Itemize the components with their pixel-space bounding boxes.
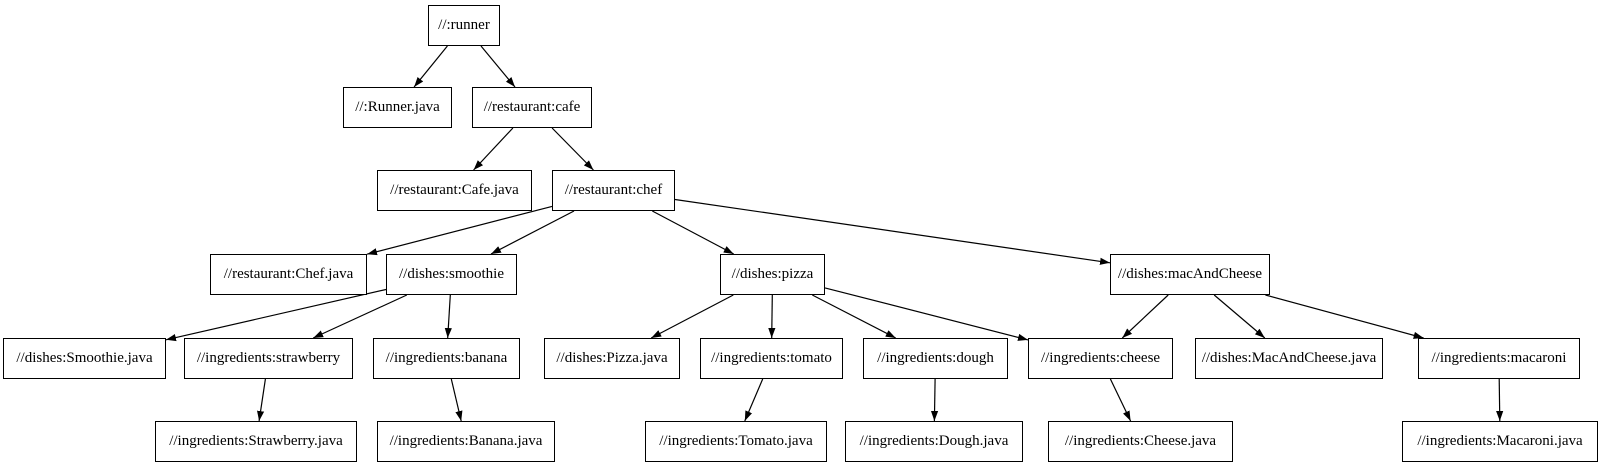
edge-macaroni-to-macaroni-java xyxy=(1496,378,1504,422)
edge-mac-to-macaroni xyxy=(1265,294,1424,339)
node-macaroni: //ingredients:macaroni xyxy=(1418,338,1580,379)
edge-runner-to-runner-java xyxy=(413,45,448,88)
edge-pizza-to-tomato xyxy=(768,294,776,339)
node-pizza: //dishes:pizza xyxy=(720,254,825,295)
edge-smoothie-to-smoothie-java xyxy=(165,288,387,342)
node-dough: //ingredients:dough xyxy=(863,338,1008,379)
edge-chef-to-mac xyxy=(674,198,1111,265)
node-cafe-java: //restaurant:Cafe.java xyxy=(377,170,532,211)
edge-tomato-to-tomato-java xyxy=(744,378,764,422)
node-dough-java: //ingredients:Dough.java xyxy=(845,421,1023,462)
edge-mac-to-cheese xyxy=(1121,294,1169,339)
node-pizza-java: //dishes:Pizza.java xyxy=(544,338,680,379)
edge-cheese-to-cheese-java xyxy=(1109,378,1132,422)
node-runner-java: //:Runner.java xyxy=(343,87,452,128)
node-chef: //restaurant:chef xyxy=(552,170,675,211)
node-smoothie-java: //dishes:Smoothie.java xyxy=(3,338,166,379)
node-macaroni-java: //ingredients:Macaroni.java xyxy=(1402,421,1598,462)
node-runner: //:runner xyxy=(428,5,500,46)
node-cheese: //ingredients:cheese xyxy=(1028,338,1173,379)
node-chef-java: //restaurant:Chef.java xyxy=(210,254,367,295)
edge-cafe-to-chef xyxy=(551,127,594,171)
node-smoothie: //dishes:smoothie xyxy=(386,254,517,295)
edge-pizza-to-cheese xyxy=(824,287,1029,341)
edge-banana-to-banana-java xyxy=(450,378,463,422)
edge-chef-to-chef-java xyxy=(366,205,553,256)
node-banana-java: //ingredients:Banana.java xyxy=(377,421,555,462)
node-mac: //dishes:macAndCheese xyxy=(1110,254,1270,295)
edge-mac-to-mac-java xyxy=(1213,294,1266,339)
node-strawberry-java: //ingredients:Strawberry.java xyxy=(155,421,357,462)
node-tomato: //ingredients:tomato xyxy=(700,338,843,379)
edge-smoothie-to-strawberry xyxy=(312,294,408,339)
node-cheese-java: //ingredients:Cheese.java xyxy=(1048,421,1233,462)
node-cafe: //restaurant:cafe xyxy=(472,87,592,128)
edge-runner-to-cafe xyxy=(480,45,516,88)
edge-chef-to-smoothie xyxy=(490,210,575,255)
edge-dough-to-dough-java xyxy=(930,378,939,422)
edge-pizza-to-dough xyxy=(812,294,896,339)
node-mac-java: //dishes:MacAndCheese.java xyxy=(1195,338,1383,379)
edge-smoothie-to-banana xyxy=(444,294,452,339)
node-strawberry: //ingredients:strawberry xyxy=(184,338,353,379)
edge-cafe-to-cafe-java xyxy=(473,127,514,171)
edge-pizza-to-pizza-java xyxy=(650,294,734,339)
edge-chef-to-pizza xyxy=(652,210,734,255)
node-tomato-java: //ingredients:Tomato.java xyxy=(645,421,827,462)
edge-strawberry-to-strawberry-java xyxy=(257,378,266,422)
node-banana: //ingredients:banana xyxy=(373,338,520,379)
